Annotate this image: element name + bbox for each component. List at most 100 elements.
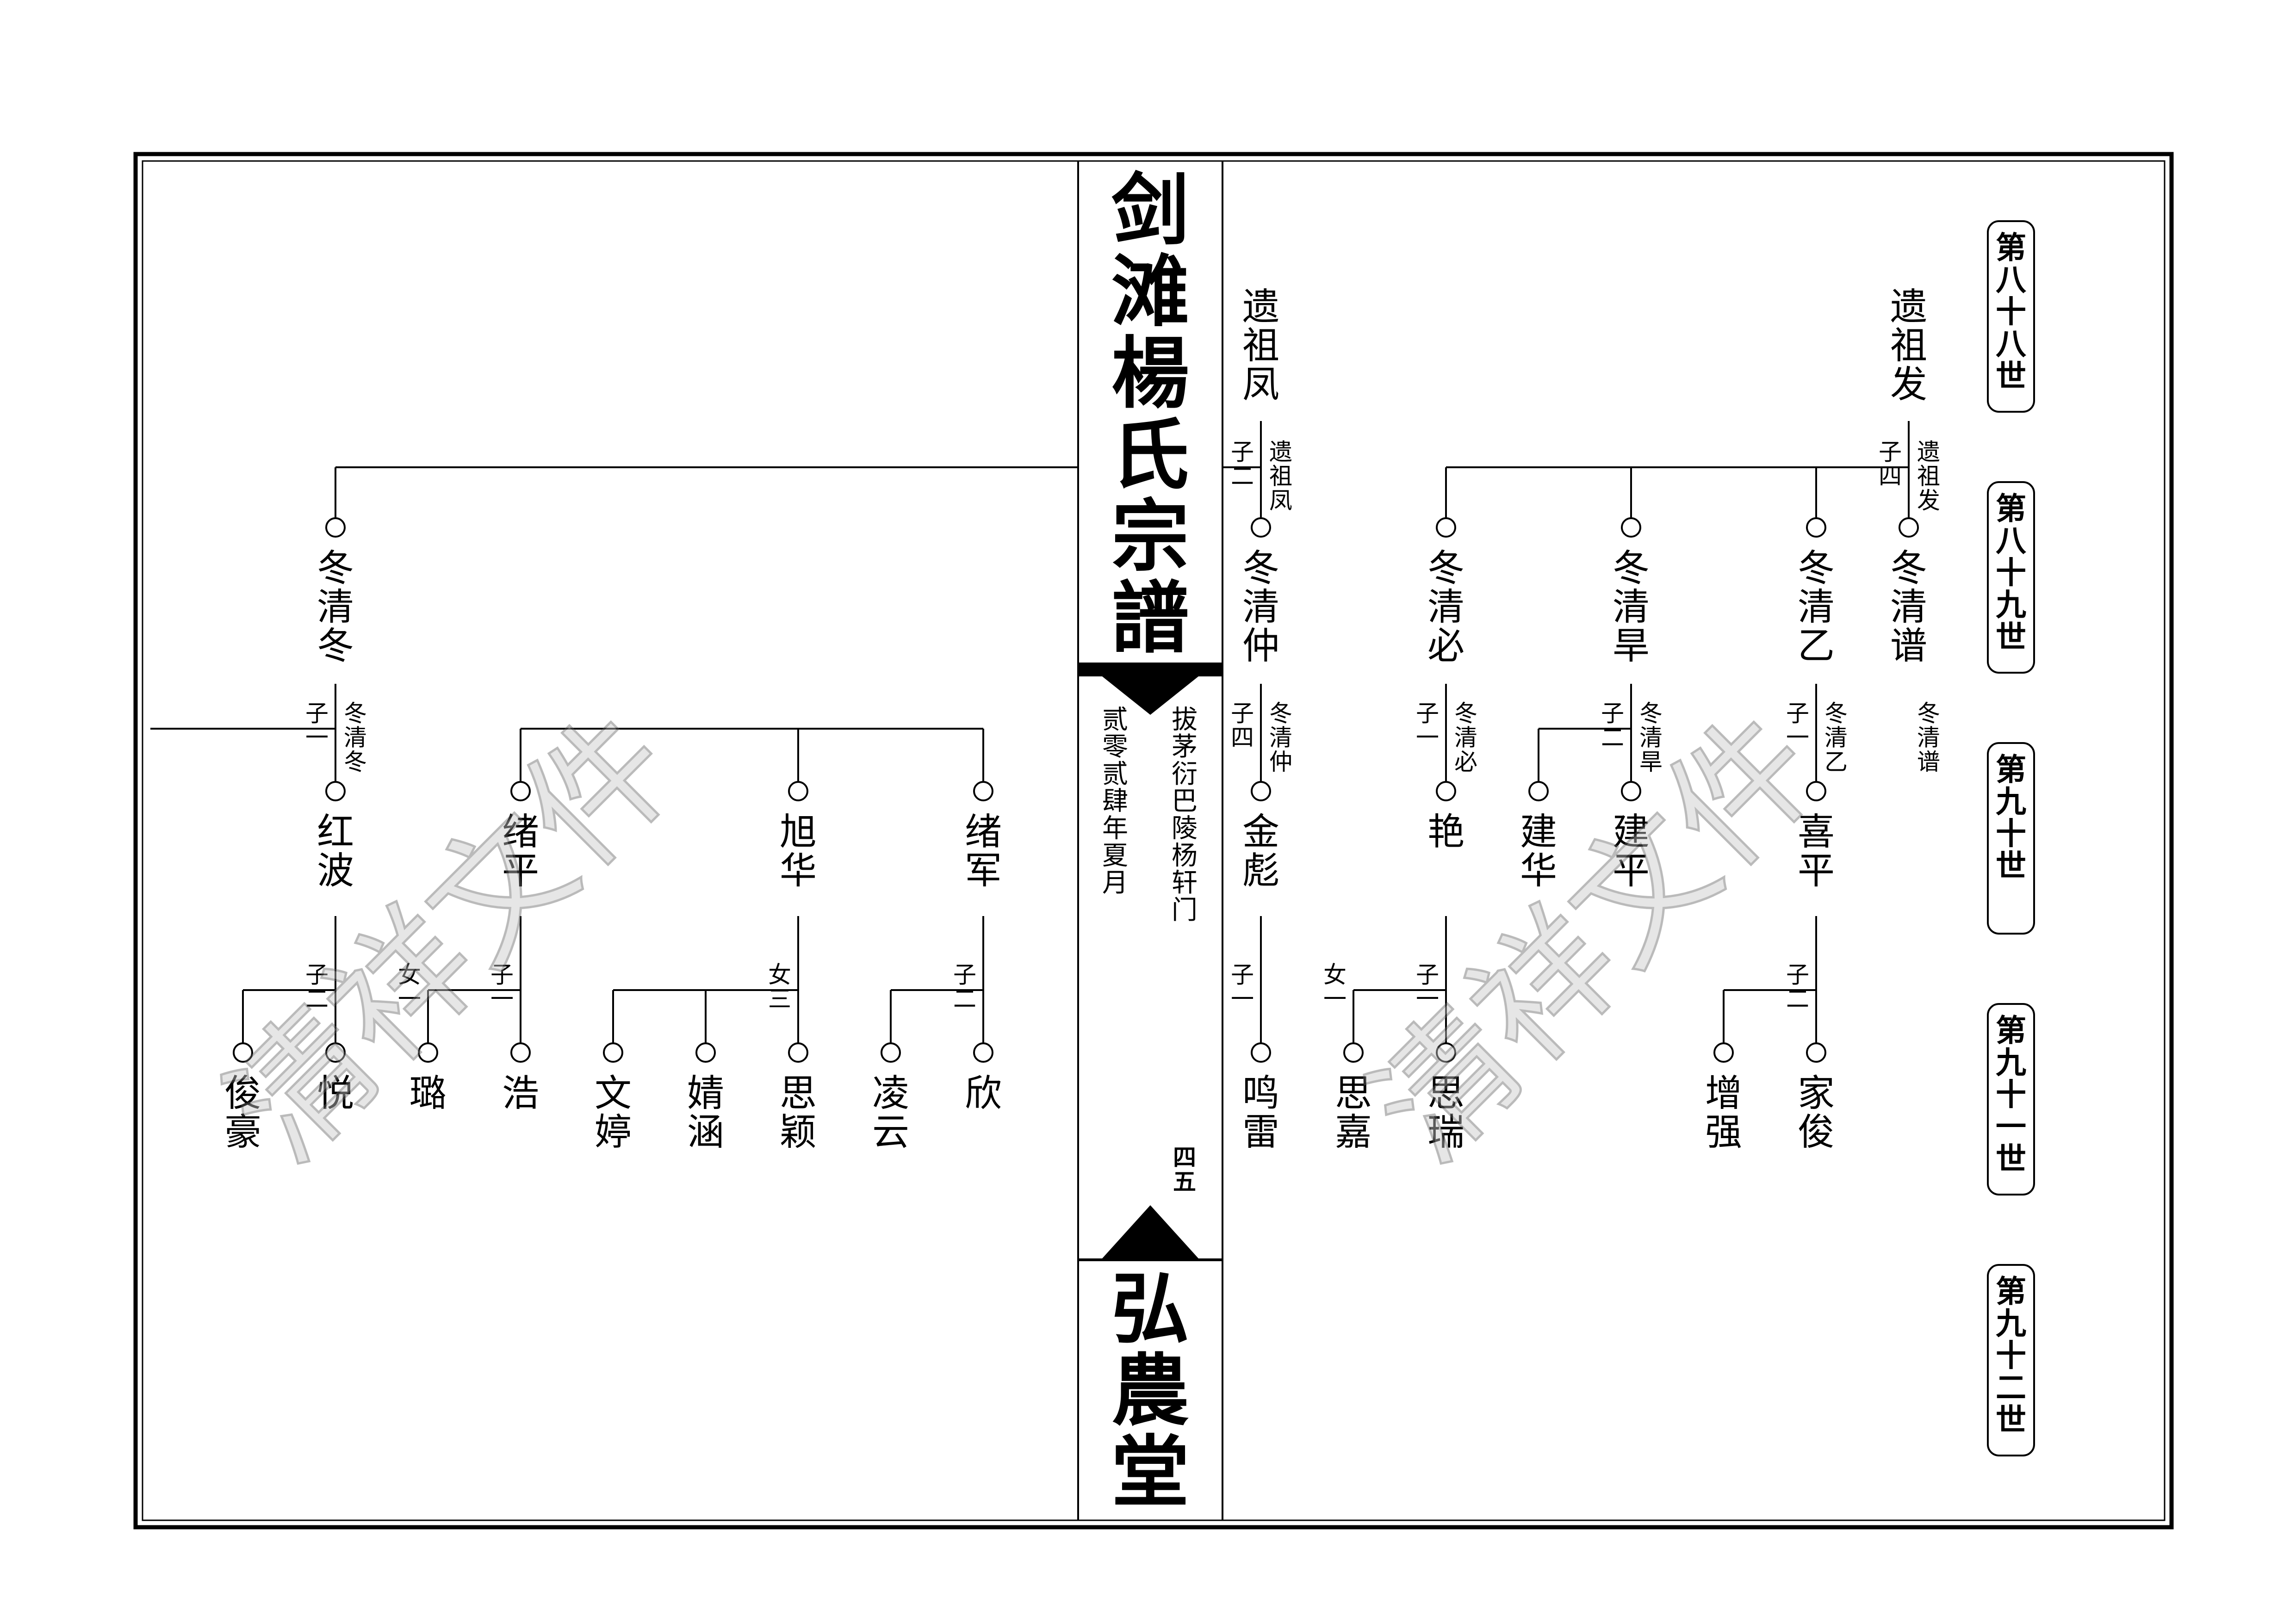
- book-title: 剑滩楊氏宗譜: [1111, 164, 1189, 664]
- generation-box: [1987, 1003, 2035, 1196]
- person-name: 建华: [1520, 810, 1557, 892]
- node-circle: [1251, 517, 1271, 538]
- child-count: 女一: [1323, 961, 1347, 1013]
- child-count: 子二: [305, 961, 329, 1013]
- node-circle: [233, 1042, 253, 1063]
- child-count: 子二: [1601, 700, 1624, 751]
- person-name: 喜平: [1798, 810, 1835, 892]
- node-circle: [1621, 517, 1641, 538]
- child-count: 子四: [1879, 439, 1902, 490]
- father-note: 遗祖凤: [1269, 439, 1292, 514]
- node-circle: [1899, 517, 1919, 538]
- person-name: 红波: [317, 810, 354, 892]
- person-name: 遗祖凤: [1242, 285, 1279, 406]
- child-count: 子四: [1231, 700, 1254, 751]
- node-circle: [325, 517, 346, 538]
- person-name: 婧涵: [687, 1072, 724, 1153]
- generation-label: 第九十一世: [1996, 1012, 2026, 1177]
- node-circle: [510, 781, 531, 801]
- father-note: 遗祖发: [1917, 439, 1940, 514]
- person-name: 悦: [317, 1072, 354, 1115]
- generation-box: [1987, 481, 2035, 674]
- father-note: 冬清旱: [1639, 700, 1663, 775]
- person-name: 绪平: [502, 810, 539, 892]
- origin-text: 拔茅衍巴陵杨轩门: [1172, 705, 1198, 925]
- person-name: 绪军: [965, 810, 1002, 892]
- father-note: 冬清冬: [344, 700, 367, 775]
- node-circle: [1343, 1042, 1364, 1063]
- person-name: 凌云: [872, 1072, 909, 1153]
- tree-lines: [150, 421, 1910, 1043]
- child-count: 子一: [305, 700, 329, 751]
- child-count: 子二: [1231, 439, 1254, 490]
- person-names: 遗祖发 遗祖凤 冬清谱 冬清乙 冬清旱 冬清必 冬清仲 冬清冬 喜平 建平 建华…: [224, 285, 1927, 1153]
- spine-fishtail-top: [1078, 663, 1222, 715]
- node-circle: [973, 1042, 993, 1063]
- generation-labels: 第八十八世 第八十九世 第九十世 第九十一世 第九十二世: [1987, 220, 2035, 1456]
- hall-name: 弘農堂: [1111, 1263, 1189, 1518]
- father-note: 冬清乙: [1824, 700, 1848, 775]
- generation-label: 第八十八世: [1996, 229, 2027, 394]
- child-count: 子二: [1786, 961, 1809, 1013]
- node-circle: [325, 781, 346, 801]
- person-name: 浩: [502, 1072, 539, 1115]
- father-note: 冬清必: [1454, 700, 1477, 775]
- spine-fishtail-bottom: [1078, 1205, 1222, 1261]
- person-name: 旭华: [780, 810, 817, 892]
- watermark-text: 清祥文件: [1341, 684, 1848, 1191]
- node-circle: [1251, 1042, 1271, 1063]
- generation-box: [1987, 220, 2035, 413]
- person-name: 冬清冬: [317, 546, 354, 667]
- person-name: 冬清乙: [1798, 546, 1835, 667]
- person-name: 艳: [1427, 810, 1464, 853]
- node-circle: [1528, 781, 1549, 801]
- node-circle: [1251, 781, 1271, 801]
- person-name: 家俊: [1798, 1072, 1835, 1153]
- page-number: 四五: [1173, 1144, 1196, 1196]
- person-name: 冬清必: [1427, 546, 1464, 667]
- person-name: 遗祖发: [1890, 285, 1927, 406]
- node-circle: [1806, 781, 1826, 801]
- annotations: 子四 遗祖发 子二 遗祖凤 冬清谱 子一 冬清乙 子二 冬清旱 子一 冬清必 子…: [305, 439, 1940, 1013]
- node-circle: [788, 781, 808, 801]
- person-name: 思瑞: [1427, 1072, 1464, 1153]
- father-note: 冬清谱: [1917, 700, 1940, 775]
- node-circle: [881, 1042, 901, 1063]
- generation-label: 第八十九世: [1996, 490, 2027, 655]
- father-note: 冬清仲: [1269, 700, 1292, 775]
- child-count: 女三: [768, 961, 791, 1013]
- date-text: 贰零贰肆年夏月: [1102, 705, 1128, 898]
- node-circle: [1436, 1042, 1456, 1063]
- node-circle: [1621, 781, 1641, 801]
- watermarks: 清祥文件 清祥文件: [198, 683, 1849, 1192]
- node-circle: [325, 1042, 346, 1063]
- person-name: 增强: [1705, 1072, 1742, 1153]
- node-circle: [603, 1042, 623, 1063]
- person-name: 欣: [965, 1072, 1002, 1115]
- child-count: 子一: [1786, 700, 1809, 751]
- child-count: 子一: [490, 961, 514, 1013]
- node-circle: [973, 781, 993, 801]
- tree-nodes: [233, 517, 1919, 1063]
- node-circle: [510, 1042, 531, 1063]
- outer-frame: [133, 152, 2174, 1530]
- generation-label: 第九十二世: [1996, 1273, 2026, 1437]
- person-name: 冬清仲: [1242, 546, 1279, 667]
- generation-box: [1987, 742, 2035, 935]
- child-count: 子一: [1416, 961, 1439, 1013]
- person-name: 文婷: [595, 1072, 632, 1153]
- person-name: 建平: [1613, 810, 1650, 892]
- generation-box: [1987, 1264, 2035, 1456]
- generation-label: 第九十世: [1996, 751, 2026, 884]
- child-count: 子一: [1416, 700, 1439, 751]
- node-circle: [1436, 517, 1456, 538]
- node-circle: [695, 1042, 716, 1063]
- node-circle: [1713, 1042, 1734, 1063]
- child-count: 女一: [398, 961, 421, 1013]
- person-name: 思颖: [780, 1072, 817, 1153]
- child-count: 子一: [1231, 961, 1254, 1013]
- node-circle: [1806, 517, 1826, 538]
- spine: 剑滩楊氏宗譜 弘農堂 拔茅衍巴陵杨轩门 贰零贰肆年夏月 四五: [1077, 161, 1223, 1520]
- person-name: 思嘉: [1335, 1072, 1372, 1153]
